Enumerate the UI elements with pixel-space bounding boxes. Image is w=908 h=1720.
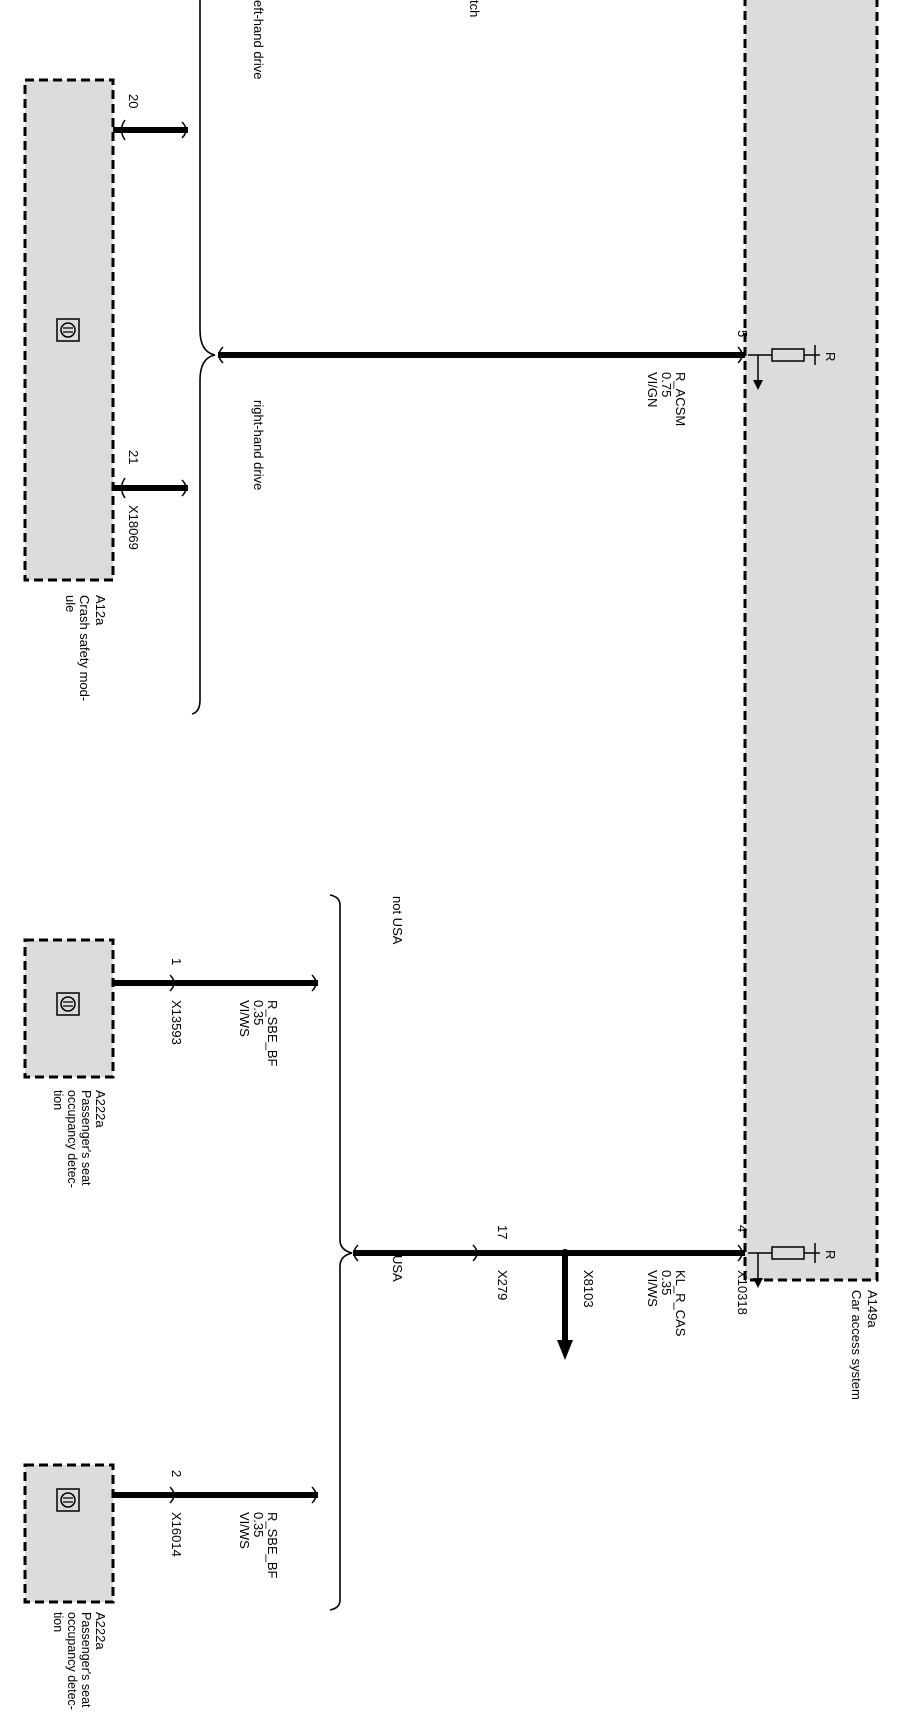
r-acsm-name: R_ACSM [673,372,688,426]
down-arrow-icon [557,1340,573,1360]
connector-x13593-label: X13593 [169,1000,184,1045]
wire-end-arc [218,346,224,364]
pass-seat-2-name-1: Passenger's seat [79,1612,93,1708]
wire-end-arc [181,121,187,139]
top-cut-label-2: tch [467,0,482,17]
connector-x279-arc [472,1244,478,1262]
pin-1-label: 1 [169,958,184,965]
r-sbe-bf-2-color: VI/WS [237,1512,252,1549]
wire-end-arc [311,1486,317,1504]
resistor-label: R [823,1250,838,1259]
pass-seat-1-name-3: tion [51,1090,65,1110]
control-unit-icon [56,992,80,1016]
passenger-seat-module-1-box [23,938,115,1079]
control-unit-icon [56,1488,80,1512]
connector-arc [169,1486,175,1504]
r-sbe-bf-2-name: R_SBE_BF [265,1512,280,1579]
wire-end-arc [737,346,743,364]
r-acsm-color: VI/GN [645,372,660,407]
crash-module-id: A12a [93,595,108,626]
r-sbe-bf-1-size: 0.35 [251,1000,266,1025]
connector-x18069-label: X18069 [126,505,141,550]
connector-x279-label: X279 [495,1270,510,1300]
right-hand-drive-label: right-hand drive [251,400,266,490]
passenger-seat-module-2-box [23,1463,115,1604]
r-sbe-bf-2-size: 0.35 [251,1512,266,1537]
pin-21-label: 21 [126,450,141,464]
r-sbe-bf-1-color: VI/WS [237,1000,252,1037]
pass-seat-2-name-2: occupancy detec- [65,1612,79,1710]
pass-seat-2-id: A222a [93,1612,108,1650]
kl-r-cas-color: VI/WS [645,1270,660,1307]
usa-label: USA [390,1255,405,1282]
r-sbe-bf-1-name: R_SBE_BF [265,1000,280,1067]
crash-module-name-2: ule [63,595,78,612]
pin-2-label: 2 [169,1470,184,1477]
pin-4-label: 4 [735,1225,750,1232]
car-access-name: Car access system [849,1290,864,1400]
market-variant-brace [329,894,353,1611]
pullup-resistor-icon [748,345,820,390]
control-unit-icon [56,318,80,342]
top-cut-label-1: eft-hand drive [251,0,266,80]
car-access-id: A149a [865,1290,880,1328]
wire-end-arc [353,1244,359,1262]
kl-r-cas-name: KL_R_CAS [673,1270,688,1337]
pass-seat-1-name-1: Passenger's seat [79,1090,93,1186]
wire-end-arc [311,974,317,992]
pass-seat-1-name-2: occupancy detec- [65,1090,79,1188]
r-acsm-size: 0.75 [659,372,674,397]
pin-17-label: 17 [495,1225,510,1239]
drive-variant-brace [191,0,216,715]
connector-arc [120,119,126,141]
splice-x8103-label: X8103 [581,1270,596,1308]
not-usa-label: not USA [390,896,405,945]
resistor-label: R [823,352,838,361]
pullup-resistor-icon [748,1243,820,1288]
connector-arc [169,974,175,992]
wire-end-arc [181,479,187,497]
pin-20-label: 20 [126,94,141,108]
crash-module-name-1: Crash safety mod- [77,595,92,701]
connector-arc [120,477,126,499]
pass-seat-1-id: A222a [93,1090,108,1128]
kl-r-cas-size: 0.35 [659,1270,674,1295]
wire-end-arc [737,1244,743,1262]
connector-x16014-label: X16014 [169,1512,184,1557]
pin-5-label: 5 [735,330,750,337]
crash-safety-module-box [23,78,115,582]
car-access-system-box [743,0,879,1282]
pass-seat-2-name-3: tion [51,1612,65,1632]
connector-x10318-label: X10318 [735,1270,750,1315]
